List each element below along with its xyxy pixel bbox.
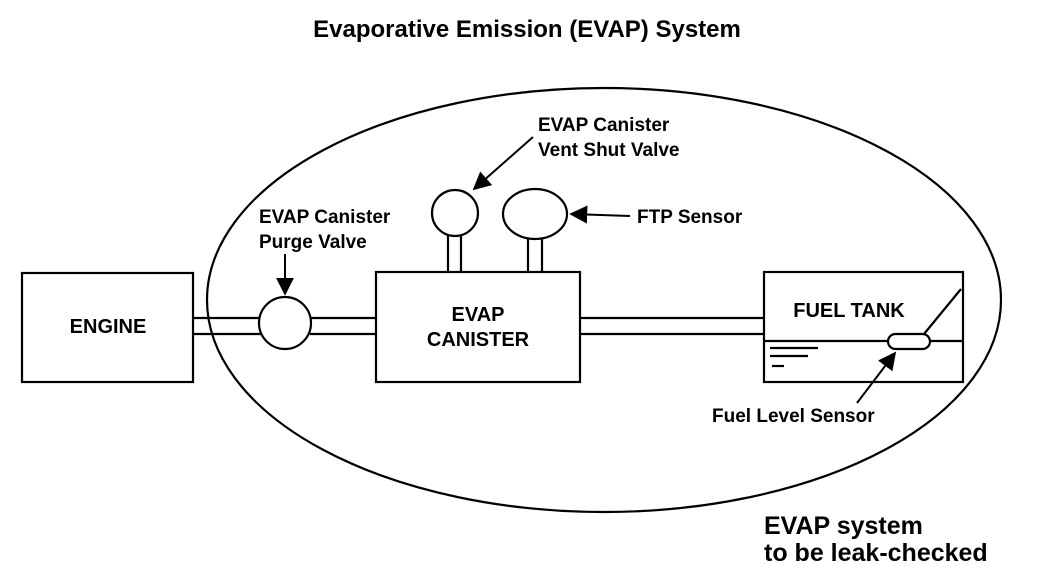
ftp-sensor (501, 187, 569, 241)
fuel-tank-box (762, 270, 965, 384)
vent-valve-label-line1: EVAP Canister (538, 115, 670, 136)
vent-shut-valve (430, 188, 480, 238)
leak-check-note-line2: to be leak-checked (764, 539, 988, 567)
fuel-level-sensor-arrow (856, 351, 897, 404)
fuel-level-sensor-label: Fuel Level Sensor (712, 406, 875, 427)
vent-valve-arrow (472, 136, 534, 191)
fuel-level-sensor-float (886, 332, 932, 351)
fuel-tank-label: FUEL TANK (793, 300, 905, 322)
purge-valve-label-line1: EVAP Canister (259, 207, 391, 228)
purge-valve-label-line2: Purge Valve (259, 232, 367, 253)
diagram-title: Evaporative Emission (EVAP) System (313, 16, 741, 43)
canister-label-line2: CANISTER (427, 329, 530, 351)
engine-label: ENGINE (70, 316, 147, 338)
vent-valve-label-line2: Vent Shut Valve (538, 140, 680, 161)
canister-label-line1: EVAP (452, 304, 505, 326)
ftp-sensor-arrow (569, 205, 631, 224)
purge-valve (257, 295, 313, 351)
leak-check-boundary (205, 86, 1003, 514)
fuel-sensor-arm (923, 288, 962, 335)
leak-check-note-line1: EVAP system (764, 512, 923, 540)
evap-canister-box (374, 270, 582, 384)
engine-box (20, 271, 195, 384)
ftp-sensor-label: FTP Sensor (637, 207, 743, 228)
